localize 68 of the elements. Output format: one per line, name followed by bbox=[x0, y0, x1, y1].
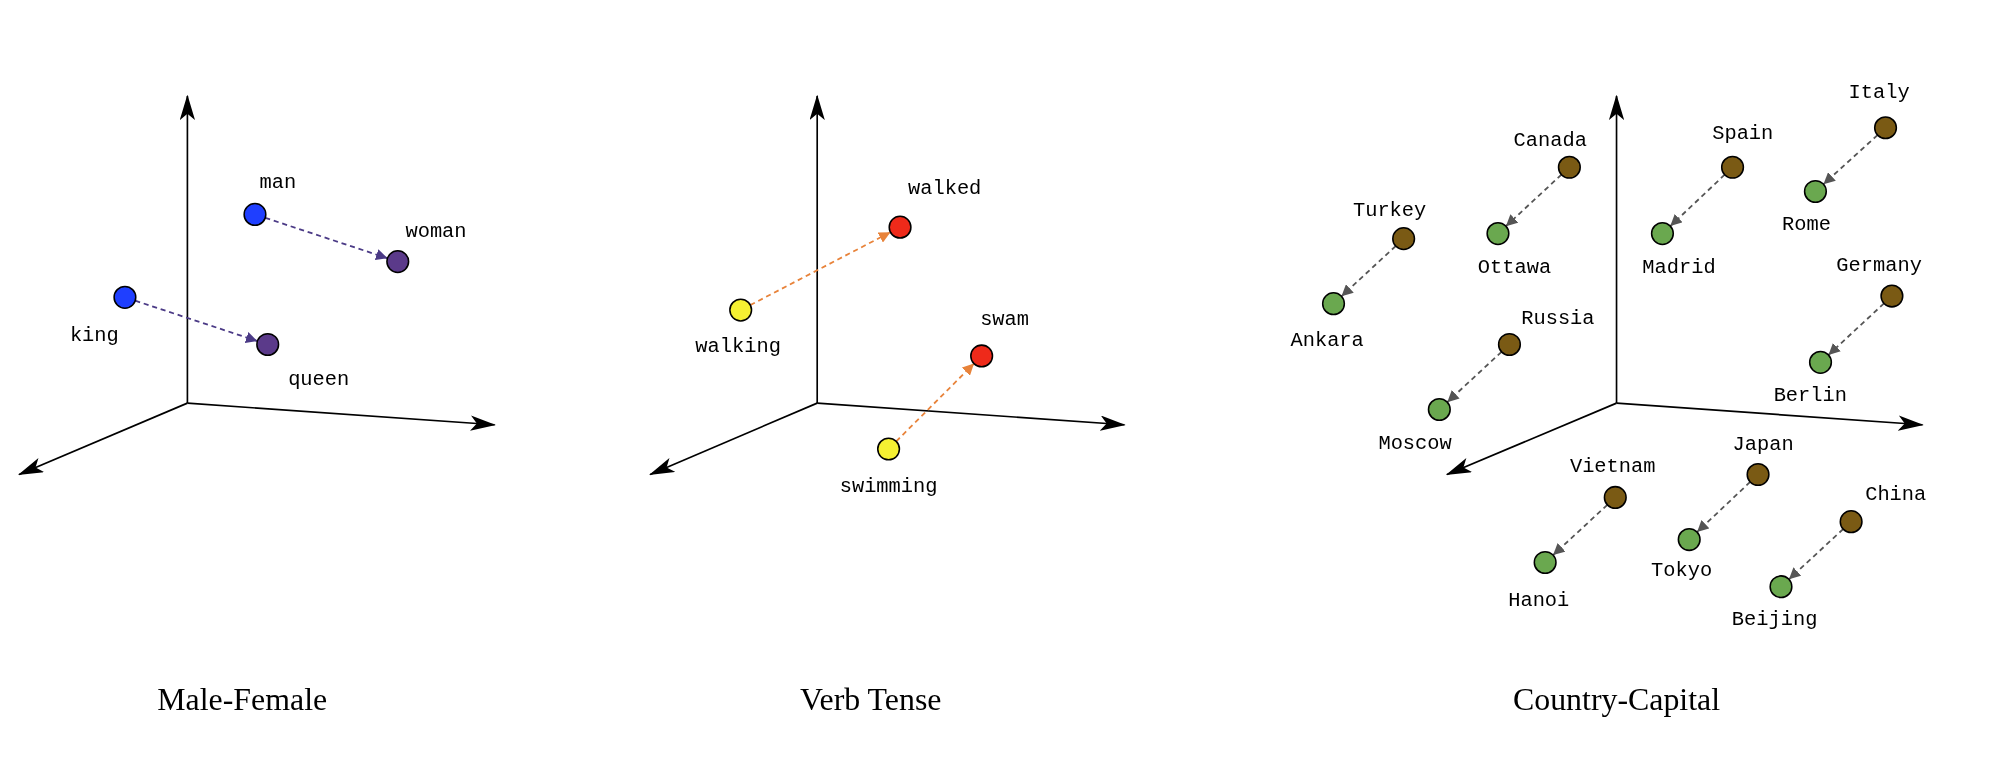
arrow bbox=[1340, 245, 1397, 298]
arrow bbox=[134, 299, 259, 343]
point-marker bbox=[1720, 155, 1745, 179]
word-label: Russia bbox=[1521, 307, 1595, 331]
point-marker bbox=[970, 344, 994, 368]
word-label: Japan bbox=[1732, 433, 1794, 457]
arrow bbox=[1827, 302, 1885, 356]
point-marker bbox=[1392, 227, 1416, 251]
word-label: Tokyo bbox=[1651, 559, 1713, 583]
word-label: swimming bbox=[839, 475, 938, 499]
point-marker bbox=[1746, 462, 1770, 487]
point-marker bbox=[1557, 155, 1581, 179]
point-marker bbox=[888, 215, 912, 239]
word-label: Moscow bbox=[1378, 432, 1452, 455]
word-label: Ankara bbox=[1290, 328, 1364, 352]
word-label: man bbox=[259, 170, 297, 194]
point-marker bbox=[1497, 332, 1522, 357]
point-marker bbox=[1650, 221, 1675, 246]
arrow bbox=[1552, 503, 1609, 556]
word-label: Beijing bbox=[1731, 607, 1818, 631]
point-marker bbox=[113, 285, 137, 309]
word-label: Hanoi bbox=[1508, 588, 1570, 612]
word-label: Berlin bbox=[1773, 383, 1847, 407]
word-label: China bbox=[1865, 483, 1927, 506]
word-label: Germany bbox=[1836, 253, 1922, 277]
word-label: woman bbox=[405, 220, 467, 244]
word-label: queen bbox=[288, 368, 350, 392]
point-marker bbox=[243, 202, 267, 227]
point-marker bbox=[1839, 510, 1863, 534]
point-marker bbox=[1769, 575, 1793, 599]
arrow bbox=[1696, 481, 1752, 533]
point-marker bbox=[1803, 179, 1827, 204]
word-label: Rome bbox=[1782, 212, 1831, 236]
arrow bbox=[1505, 173, 1563, 228]
arrow bbox=[1446, 350, 1503, 403]
arrow bbox=[264, 216, 389, 261]
point-marker bbox=[1880, 284, 1904, 308]
word-label: Vietnam bbox=[1569, 454, 1656, 478]
point-marker bbox=[1677, 527, 1701, 552]
point-marker bbox=[1533, 550, 1557, 575]
word-label: Canada bbox=[1513, 128, 1587, 152]
word-label: king bbox=[69, 323, 119, 347]
word-label: Italy bbox=[1848, 81, 1910, 105]
word-label: Turkey bbox=[1352, 198, 1427, 222]
arrow bbox=[1788, 528, 1845, 581]
word-label: swam bbox=[980, 308, 1030, 332]
word-label: walked bbox=[908, 177, 982, 201]
point-marker bbox=[256, 332, 280, 357]
panel-caption: Country-Capital bbox=[1513, 682, 1721, 718]
point-marker bbox=[1873, 116, 1898, 140]
panel-caption: Verb Tense bbox=[800, 682, 942, 718]
point-marker bbox=[877, 437, 901, 461]
point-marker bbox=[1486, 221, 1510, 246]
point-marker bbox=[386, 250, 410, 274]
point-marker bbox=[729, 298, 753, 322]
word-label: walking bbox=[695, 335, 781, 359]
word-label: Ottawa bbox=[1477, 256, 1552, 280]
arrow bbox=[1669, 173, 1726, 227]
word-label: Madrid bbox=[1642, 256, 1716, 280]
point-marker bbox=[1603, 485, 1627, 510]
arrow bbox=[749, 231, 892, 306]
arrow bbox=[1822, 134, 1879, 186]
word-label: Spain bbox=[1712, 122, 1774, 146]
arrow bbox=[895, 362, 975, 443]
panel-caption: Male-Female bbox=[157, 682, 328, 718]
point-marker bbox=[1427, 397, 1451, 422]
point-marker bbox=[1321, 292, 1346, 316]
point-marker bbox=[1808, 350, 1833, 374]
